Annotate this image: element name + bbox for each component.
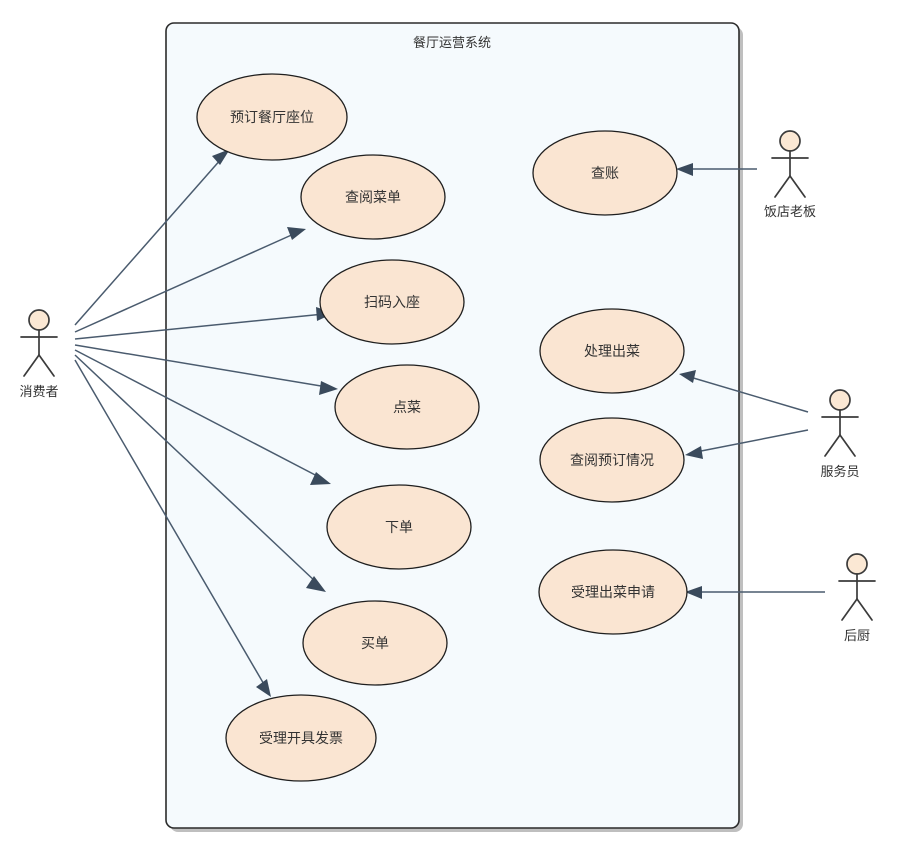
association-owner-check-accounts[interactable] xyxy=(676,163,757,176)
use-case-pay-bill[interactable]: 买单 xyxy=(302,600,448,686)
actor-owner[interactable]: 饭店老板 xyxy=(764,130,816,219)
use-case-label: 点菜 xyxy=(393,399,421,415)
use-case-reserve-seat[interactable]: 预订餐厅座位 xyxy=(196,73,348,161)
actor-layer: 消费者 饭店老板 xyxy=(19,130,876,643)
use-case-place-order[interactable]: 下单 xyxy=(326,484,472,570)
use-case-label: 受理开具发票 xyxy=(259,730,343,746)
use-case-label: 下单 xyxy=(385,519,413,535)
association-waiter-view-bookings[interactable] xyxy=(685,429,809,459)
association-chef-accept-serving[interactable] xyxy=(685,586,825,599)
stick-figure-icon xyxy=(838,553,876,621)
actor-label: 服务员 xyxy=(820,464,859,479)
stick-figure-icon xyxy=(20,309,58,377)
use-case-handle-serving[interactable]: 处理出菜 xyxy=(539,308,685,394)
use-case-issue-invoice[interactable]: 受理开具发票 xyxy=(225,694,377,782)
stick-figure-icon xyxy=(821,389,859,457)
use-case-label: 查阅菜单 xyxy=(345,189,401,205)
association-layer xyxy=(74,149,825,697)
use-case-view-menu[interactable]: 查阅菜单 xyxy=(300,154,446,240)
use-case-label: 查账 xyxy=(591,165,619,181)
stick-figure-icon xyxy=(771,130,809,198)
association-consumer-view-menu[interactable] xyxy=(74,227,306,333)
use-case-layer: 预订餐厅座位 查阅菜单 扫码入座 点菜 下单 买单 xyxy=(196,73,688,782)
association-consumer-issue-invoice[interactable] xyxy=(74,359,271,697)
use-case-label: 预订餐厅座位 xyxy=(230,109,314,125)
association-consumer-order-dish[interactable] xyxy=(74,344,338,395)
actor-waiter[interactable]: 服务员 xyxy=(820,389,860,479)
actor-label: 后厨 xyxy=(844,628,870,643)
use-case-label: 买单 xyxy=(361,635,389,651)
system-boundary-title: 餐厅运营系统 xyxy=(413,35,491,50)
use-case-label: 受理出菜申请 xyxy=(571,584,655,600)
association-consumer-pay-bill[interactable] xyxy=(74,354,326,592)
actor-consumer[interactable]: 消费者 xyxy=(19,309,59,399)
use-case-scan-seat[interactable]: 扫码入座 xyxy=(319,259,465,345)
use-case-view-bookings[interactable]: 查阅预订情况 xyxy=(539,417,685,503)
association-consumer-place-order[interactable] xyxy=(74,349,331,485)
use-case-label: 扫码入座 xyxy=(364,294,420,310)
actor-label: 饭店老板 xyxy=(764,204,816,219)
association-waiter-handle-serving[interactable] xyxy=(679,370,809,413)
actor-chef[interactable]: 后厨 xyxy=(838,553,876,643)
use-case-label: 查阅预订情况 xyxy=(570,452,654,468)
association-consumer-reserve-seat[interactable] xyxy=(74,149,230,326)
use-case-order-dish[interactable]: 点菜 xyxy=(334,364,480,450)
use-case-check-accounts[interactable]: 查账 xyxy=(532,130,678,216)
actor-label: 消费者 xyxy=(19,384,58,399)
use-case-accept-serving[interactable]: 受理出菜申请 xyxy=(538,549,688,635)
use-case-label: 处理出菜 xyxy=(584,343,640,359)
